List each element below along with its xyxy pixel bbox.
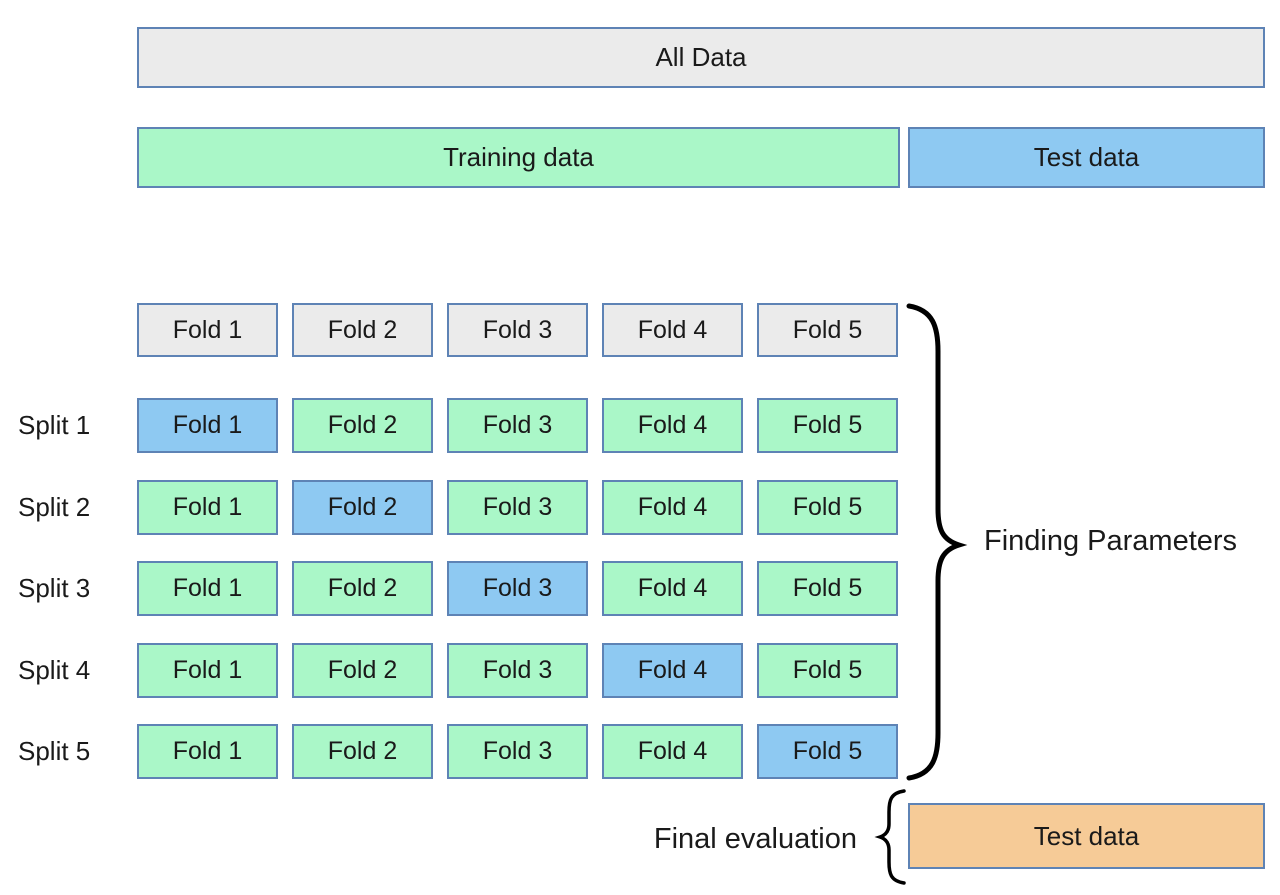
train-fold-cell: Fold 3 (447, 398, 588, 453)
final-evaluation-brace (874, 789, 906, 885)
all-data-bar: All Data (137, 27, 1265, 88)
final-test-data-label: Test data (1033, 820, 1140, 851)
training-data-bar: Training data (137, 127, 900, 188)
split-label: Split 3 (18, 573, 91, 603)
validation-fold-cell: Fold 5 (757, 724, 898, 779)
train-fold-cell: Fold 1 (137, 724, 278, 779)
train-fold-cell: Fold 4 (602, 480, 743, 535)
fold-header-cell: Fold 1 (137, 303, 278, 357)
train-fold-cell: Fold 3 (447, 643, 588, 698)
finding-parameters-label: Finding Parameters (984, 525, 1238, 557)
test-data-label: Test data (1033, 142, 1140, 172)
finding-parameters-brace (906, 303, 968, 781)
train-fold-cell: Fold 5 (757, 643, 898, 698)
train-fold-cell: Fold 4 (602, 724, 743, 779)
split-label: Split 5 (18, 736, 91, 766)
training-data-label: Training data (443, 142, 594, 172)
train-fold-cell: Fold 2 (292, 643, 433, 698)
train-fold-cell: Fold 5 (757, 398, 898, 453)
test-data-bar: Test data (908, 127, 1265, 188)
all-data-label: All Data (655, 42, 747, 72)
fold-header-cell: Fold 3 (447, 303, 588, 357)
train-fold-cell: Fold 1 (137, 480, 278, 535)
train-fold-cell: Fold 4 (602, 561, 743, 616)
split-label: Split 2 (18, 492, 91, 522)
train-fold-cell: Fold 2 (292, 398, 433, 453)
train-fold-cell: Fold 1 (137, 643, 278, 698)
train-fold-cell: Fold 5 (757, 480, 898, 535)
split-label: Split 1 (18, 410, 91, 440)
validation-fold-cell: Fold 3 (447, 561, 588, 616)
validation-fold-cell: Fold 1 (137, 398, 278, 453)
train-fold-cell: Fold 3 (447, 724, 588, 779)
fold-header-cell: Fold 4 (602, 303, 743, 357)
final-evaluation-label: Final evaluation (653, 823, 857, 855)
train-fold-cell: Fold 4 (602, 398, 743, 453)
fold-header-cell: Fold 5 (757, 303, 898, 357)
train-fold-cell: Fold 2 (292, 561, 433, 616)
train-fold-cell: Fold 3 (447, 480, 588, 535)
train-fold-cell: Fold 5 (757, 561, 898, 616)
train-fold-cell: Fold 1 (137, 561, 278, 616)
validation-fold-cell: Fold 2 (292, 480, 433, 535)
fold-header-cell: Fold 2 (292, 303, 433, 357)
validation-fold-cell: Fold 4 (602, 643, 743, 698)
train-fold-cell: Fold 2 (292, 724, 433, 779)
split-label: Split 4 (18, 655, 91, 685)
final-test-data-bar: Test data (908, 803, 1265, 869)
